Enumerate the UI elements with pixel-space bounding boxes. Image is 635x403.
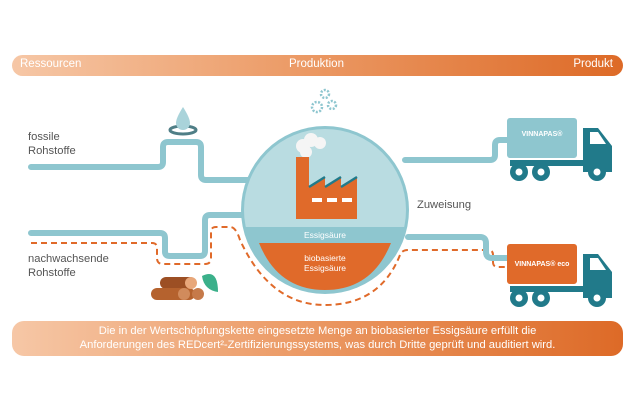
standard-output-line: [402, 137, 518, 163]
wood-logs-icon: [151, 277, 204, 300]
fossil-line1: fossile: [28, 131, 60, 143]
renewable-line2: Rohstoffe: [28, 267, 76, 279]
certification-line2: Anforderungen des REDcert²-Zertifizierun…: [79, 339, 556, 351]
fossil-flow-line: [28, 139, 253, 183]
acetic-acid-label: Essigsäure: [304, 230, 346, 240]
renewable-resources-label: nachwachsende Rohstoffe: [28, 252, 109, 280]
bio-acid-label-line1: biobasierte: [304, 253, 346, 263]
truck-eco-label: VINNAPAS® eco: [515, 260, 570, 268]
bio-acid-label-line2: Essigsäure: [304, 263, 346, 273]
acetic-acid-band: [244, 227, 406, 243]
stage-product: Produkt: [573, 58, 613, 70]
gears-icon: [310, 88, 338, 114]
eco-output-line: [405, 234, 515, 261]
factory-icon: [296, 133, 358, 219]
fossil-resources-label: fossile Rohstoffe: [28, 130, 76, 158]
renewable-flow-line: [28, 212, 248, 259]
water-drop-icon: [168, 107, 198, 136]
fossil-line2: Rohstoffe: [28, 145, 76, 157]
renewable-line1: nachwachsende: [28, 253, 109, 265]
truck-eco: VINNAPAS® eco: [507, 244, 612, 307]
allocation-label: Zuweisung: [417, 199, 472, 211]
truck-standard: VINNAPAS®: [507, 118, 612, 181]
leaf-icon: [202, 274, 218, 292]
bio-acid-segment: [259, 243, 391, 290]
stage-resources: Ressourcen: [20, 58, 82, 70]
certification-line1: Die in der Wertschöpfungskette eingesetz…: [98, 325, 537, 337]
certification-banner: Die in der Wertschöpfungskette eingesetz…: [12, 321, 623, 356]
stage-production: Produktion: [289, 58, 344, 70]
truck-standard-label: VINNAPAS®: [522, 130, 564, 138]
value-chain-banner: Ressourcen Produktion Produkt: [12, 55, 623, 76]
